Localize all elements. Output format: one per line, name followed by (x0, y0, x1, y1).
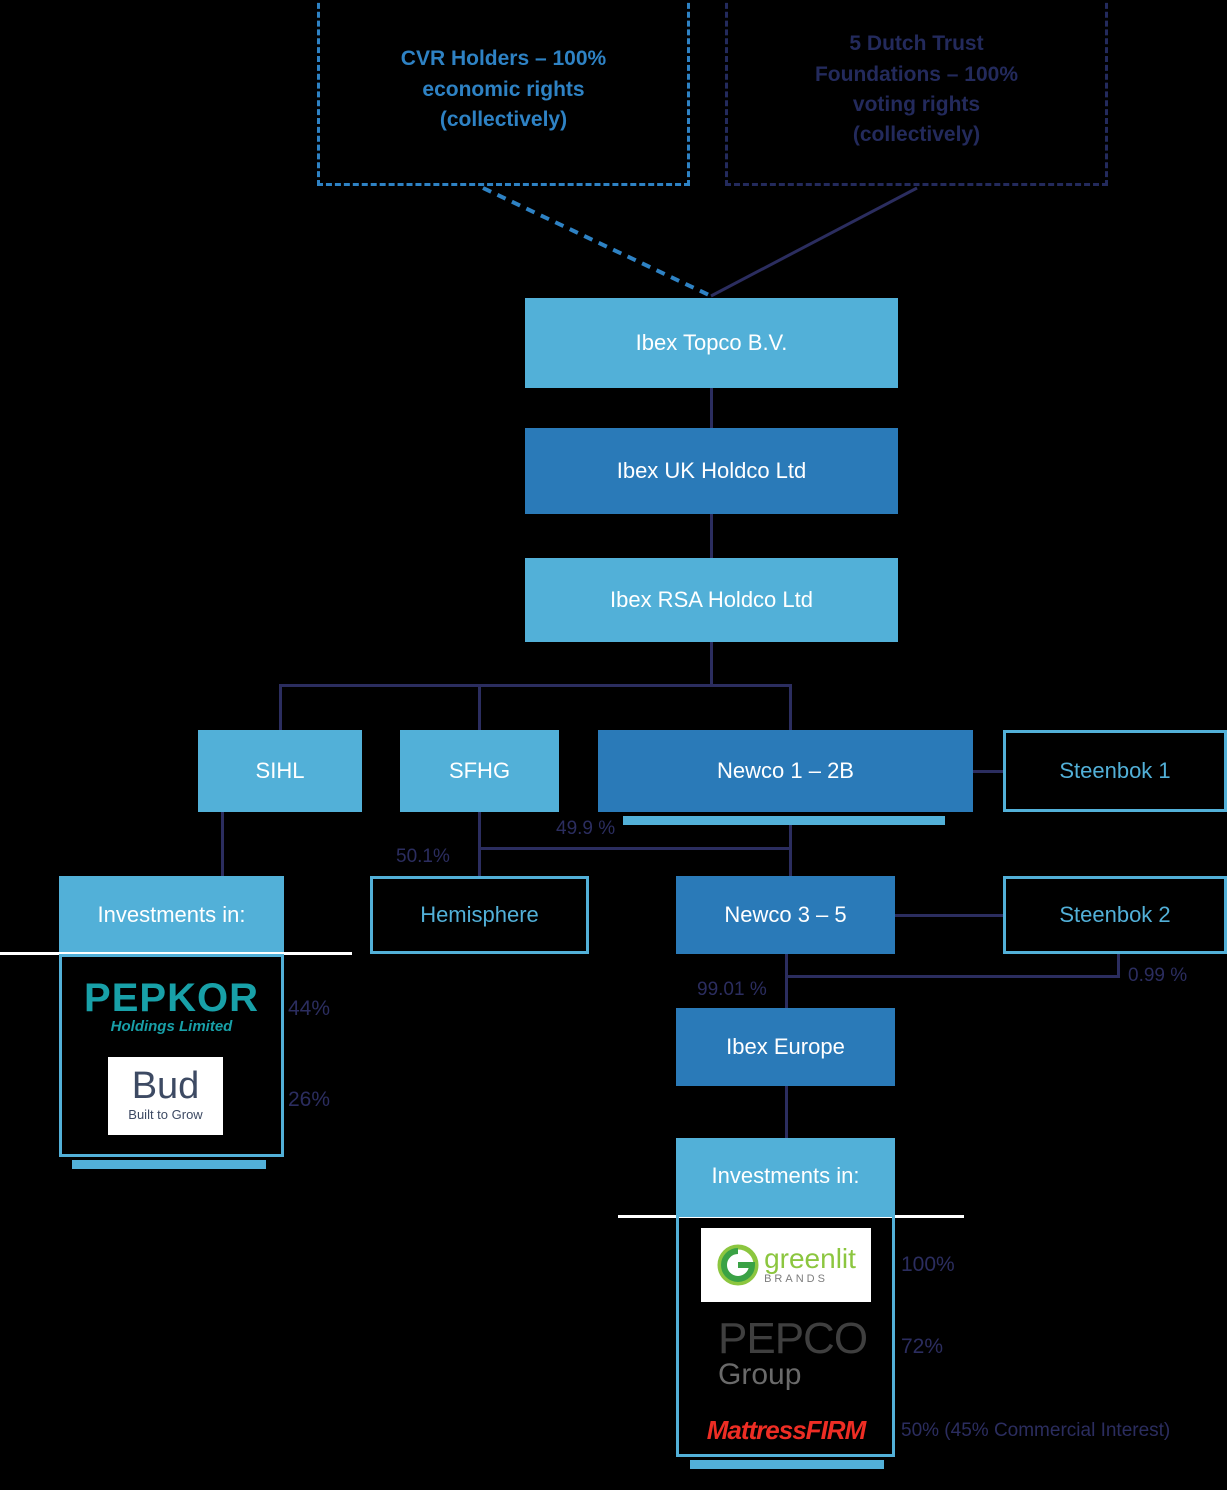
entity-steenbok-2-label: Steenbok 2 (1059, 902, 1171, 927)
investments-right-header-label: Investments in: (711, 1163, 860, 1188)
greenlit-logo-word: greenlit (764, 1243, 856, 1274)
percent-bud: 26% (288, 1088, 331, 1111)
connector-bus-to-newco1 (789, 684, 792, 730)
mattress-firm-logo: MattressFIRM (686, 1412, 886, 1448)
connector-bus-to-sihl (279, 684, 282, 730)
bud-logo: Bud Built to Grow (107, 1056, 224, 1136)
investments-left-header-label: Investments in: (97, 902, 246, 927)
entity-newco-1-2b-label: Newco 1 – 2B (717, 758, 854, 783)
shareholder-connectors (482, 186, 918, 298)
pepkor-logo-sub: Holdings Limited (110, 1018, 233, 1036)
connector-newco3-to-ibex-europe (785, 954, 788, 1010)
percent-sfhg-hemisphere: 50.1% (396, 846, 450, 867)
percent-pepco: 72% (901, 1335, 944, 1358)
connector-sfhg-to-hemisphere (478, 812, 481, 876)
entity-steenbok-1: Steenbok 1 (1003, 730, 1227, 812)
cvr-to-topco-dashed-line (482, 186, 712, 298)
connector-steenbok2-down-099 (1117, 954, 1120, 978)
investments-left-header: Investments in: (59, 876, 284, 954)
pepco-logo-word: PEPCO (718, 1314, 868, 1364)
percent-newco1-hemisphere: 49.9 % (556, 818, 616, 839)
investments-right-panel (676, 1214, 895, 1457)
connector-rsa-down (710, 642, 713, 686)
connector-rsa-bus (279, 684, 792, 687)
entity-sihl: SIHL (198, 730, 362, 812)
percent-greenlit: 100% (901, 1253, 955, 1276)
connector-newco1-to-steenbok1 (973, 770, 1003, 773)
bud-logo-word: Bud (131, 1065, 200, 1108)
connector-ukholdco-to-rsaholdco (710, 514, 713, 558)
connector-499-horizontal (478, 847, 792, 850)
greenlit-logo-card: greenlit BRANDS (701, 1228, 871, 1302)
trust-to-topco-line (710, 186, 918, 298)
connector-topco-to-ukholdco (710, 388, 713, 428)
entity-newco-3-5-label: Newco 3 – 5 (724, 902, 847, 927)
entity-ibex-europe: Ibex Europe (676, 1008, 895, 1086)
connector-bus-to-sfhg (478, 684, 481, 730)
pepkor-logo-word: PEPKOR (84, 976, 259, 1021)
connector-newco3-to-steenbok2 (895, 914, 1003, 917)
entity-ibex-uk-holdco-label: Ibex UK Holdco Ltd (616, 458, 807, 483)
investments-right-header: Investments in: (676, 1138, 895, 1214)
bud-logo-card: Bud Built to Grow (108, 1057, 223, 1135)
entity-hemisphere: Hemisphere (370, 876, 589, 954)
entity-sfhg-label: SFHG (448, 758, 511, 783)
percent-mattress-firm: 50% (45% Commercial Interest) (901, 1420, 1171, 1441)
entity-ibex-topco: Ibex Topco B.V. (525, 298, 898, 388)
investments-left-panel (59, 954, 284, 1157)
entity-sihl-label: SIHL (255, 758, 305, 783)
entity-sfhg: SFHG (400, 730, 559, 812)
pepkor-logo: PEPKOR Holdings Limited (75, 976, 268, 1038)
newco-1-2b-underline-bar (623, 816, 945, 825)
investments-right-bottom-bar (690, 1460, 884, 1469)
connector-099-horizontal (785, 975, 1120, 978)
entity-ibex-rsa-holdco: Ibex RSA Holdco Ltd (525, 558, 898, 642)
greenlit-mark-icon (717, 1244, 759, 1286)
percent-newco3-ibex-europe: 99.01 % (697, 979, 767, 1000)
investments-left-bottom-bar (72, 1160, 266, 1169)
connector-sihl-to-investments (221, 812, 224, 876)
entity-newco-3-5: Newco 3 – 5 (676, 876, 895, 954)
greenlit-logo-sub: BRANDS (764, 1273, 828, 1285)
connector-newco1-to-newco3 (789, 825, 792, 876)
entity-steenbok-1-label: Steenbok 1 (1059, 758, 1171, 783)
entity-ibex-topco-label: Ibex Topco B.V. (635, 330, 788, 355)
percent-pepkor: 44% (288, 997, 331, 1020)
bud-logo-sub: Built to Grow (128, 1106, 203, 1122)
entity-steenbok-2: Steenbok 2 (1003, 876, 1227, 954)
greenlit-logo: greenlit BRANDS (700, 1227, 872, 1303)
pepco-logo: PEPCO Group (718, 1316, 878, 1392)
mattress-firm-logo-word: MattressFIRM (706, 1414, 866, 1445)
investments-left-divider (0, 952, 352, 955)
entity-ibex-uk-holdco: Ibex UK Holdco Ltd (525, 428, 898, 514)
pepco-logo-sub: Group (718, 1357, 802, 1391)
entity-ibex-europe-label: Ibex Europe (726, 1034, 845, 1059)
connector-ibex-europe-to-investments (785, 1086, 788, 1138)
entity-hemisphere-label: Hemisphere (420, 902, 539, 927)
percent-steenbok2-ibex-europe: 0.99 % (1128, 965, 1188, 986)
entity-newco-1-2b: Newco 1 – 2B (598, 730, 973, 812)
entity-ibex-rsa-holdco-label: Ibex RSA Holdco Ltd (609, 587, 813, 612)
